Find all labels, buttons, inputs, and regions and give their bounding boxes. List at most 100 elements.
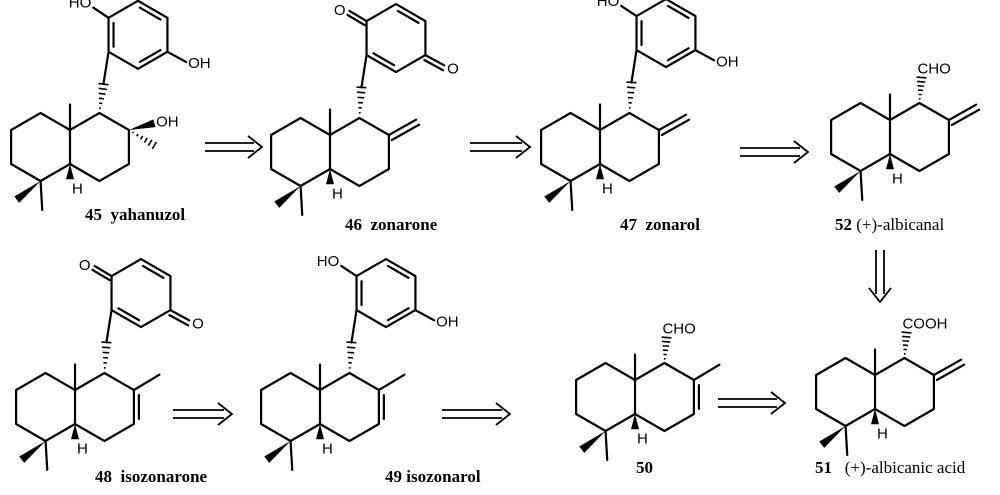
h-label: H bbox=[602, 180, 613, 197]
wedge-bond bbox=[316, 424, 324, 440]
bond bbox=[386, 264, 410, 279]
wedge-bond bbox=[71, 424, 79, 440]
oxo-label: O bbox=[334, 2, 346, 19]
bond bbox=[350, 309, 358, 344]
hash-bond bbox=[151, 141, 158, 150]
hydroxyl-label: HO bbox=[317, 253, 340, 270]
hash-bond bbox=[661, 336, 672, 339]
bond bbox=[102, 50, 110, 86]
hydroxyl-label: HO bbox=[597, 0, 620, 10]
wedge-bond bbox=[326, 169, 334, 185]
retro-arrow-45-46 bbox=[205, 135, 264, 159]
caption-46: 46 zonarone bbox=[345, 215, 438, 234]
wedge-bond bbox=[631, 414, 639, 430]
bond bbox=[950, 108, 981, 127]
ring-bonds bbox=[73, 371, 135, 443]
bond bbox=[91, 268, 111, 282]
bond bbox=[424, 53, 446, 67]
wedge-bond bbox=[834, 171, 861, 193]
oxo-label: O bbox=[79, 257, 91, 274]
ring-bonds bbox=[328, 116, 390, 188]
caption-47: 47 zonarol bbox=[620, 215, 700, 234]
hash-bond bbox=[132, 131, 135, 134]
bond bbox=[93, 264, 113, 278]
hash-bond bbox=[661, 340, 671, 343]
wedge-bond bbox=[19, 441, 46, 463]
wedge-bond bbox=[66, 164, 74, 180]
hash-bond bbox=[98, 87, 108, 91]
bond bbox=[340, 264, 358, 278]
hydroxyl-label: OH bbox=[156, 114, 179, 131]
hash-bond bbox=[916, 76, 927, 79]
oxo-label: O bbox=[447, 60, 459, 77]
h-label: H bbox=[637, 430, 648, 447]
ring-bonds bbox=[318, 371, 380, 443]
ring-bonds bbox=[575, 361, 637, 433]
bond bbox=[657, 113, 688, 132]
bond bbox=[44, 439, 49, 471]
ring-bonds bbox=[888, 101, 950, 173]
bond bbox=[947, 103, 978, 122]
bond bbox=[844, 424, 849, 456]
molecule-48: HOO bbox=[15, 257, 204, 471]
bond bbox=[390, 123, 421, 142]
hash-bond bbox=[902, 339, 910, 343]
retro-arrow-50-51 bbox=[718, 391, 787, 415]
hash-bond bbox=[98, 92, 106, 95]
hash-bond bbox=[147, 139, 153, 147]
hash-bond bbox=[901, 335, 911, 338]
hash-bond bbox=[143, 137, 148, 143]
hash-bond bbox=[356, 91, 366, 94]
molecule-46: H O O bbox=[270, 2, 459, 216]
bond bbox=[360, 53, 368, 89]
ring-bonds bbox=[110, 258, 172, 329]
bond bbox=[387, 118, 418, 137]
caption-48: 48 isozonarone bbox=[95, 467, 208, 486]
bond bbox=[346, 13, 366, 27]
h-label: H bbox=[877, 425, 888, 442]
retro-arrow-52-51 bbox=[868, 250, 892, 304]
wedge-bond bbox=[14, 181, 41, 203]
ring-bonds bbox=[260, 371, 322, 443]
carboxyl-label: COOH bbox=[902, 316, 947, 333]
bond bbox=[666, 47, 690, 62]
bond bbox=[932, 358, 963, 377]
bond bbox=[630, 48, 638, 84]
hydroxyl-label: OH bbox=[188, 55, 211, 72]
hash-bond bbox=[98, 97, 105, 100]
bond bbox=[414, 309, 436, 322]
ring-bonds bbox=[10, 111, 72, 183]
wedge-bond bbox=[579, 431, 606, 453]
caption-45: 45 yahanuzol bbox=[85, 205, 186, 224]
hash-bond bbox=[916, 80, 926, 83]
hash-bond bbox=[626, 86, 636, 89]
wedge-bond bbox=[264, 441, 291, 463]
bond bbox=[141, 264, 165, 279]
ring-bonds bbox=[107, 0, 169, 70]
hash-bond bbox=[136, 133, 139, 137]
h-label: H bbox=[332, 185, 343, 202]
bond bbox=[117, 307, 141, 322]
bond bbox=[692, 363, 721, 382]
bond bbox=[138, 6, 162, 21]
ring-bonds bbox=[873, 356, 935, 428]
h-label: H bbox=[322, 440, 333, 457]
retro-arrow-47-52 bbox=[740, 140, 810, 164]
bond bbox=[138, 48, 162, 64]
bond bbox=[168, 314, 190, 327]
bond bbox=[423, 58, 445, 72]
ring-bonds bbox=[355, 258, 417, 329]
ring-bonds bbox=[540, 111, 602, 183]
bond bbox=[604, 429, 609, 461]
ring-bonds bbox=[15, 371, 77, 443]
bond bbox=[386, 307, 410, 322]
bond bbox=[132, 373, 161, 392]
bond bbox=[289, 439, 294, 471]
bond bbox=[92, 6, 110, 19]
h-label: H bbox=[72, 180, 83, 197]
bond bbox=[169, 309, 191, 322]
aldehyde-label: CHO bbox=[917, 61, 950, 78]
